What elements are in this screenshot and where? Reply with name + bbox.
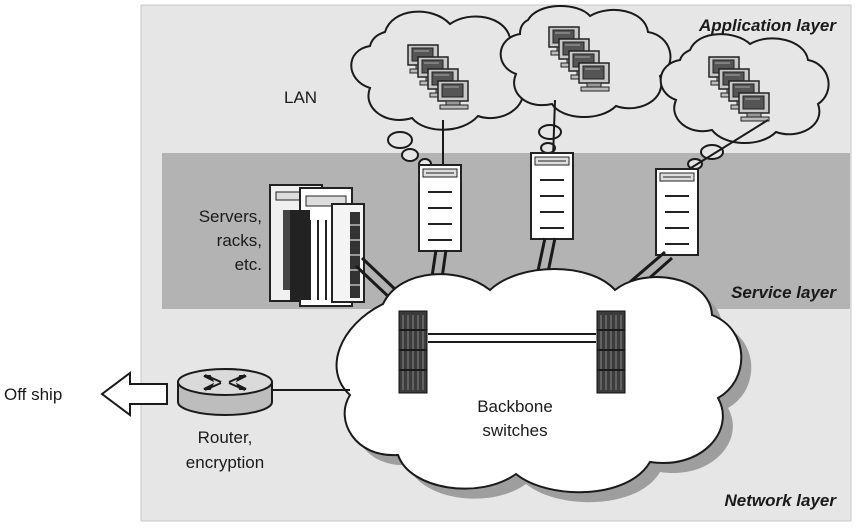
lan-links [442,99,769,177]
backbone-cloud [335,268,743,494]
off-ship-label: Off ship [4,385,62,404]
backbone-label-line-1: Backbone [477,397,553,416]
router-label-line-1: Router, [198,428,253,447]
left-arrow-icon [100,371,168,417]
backbone-switch-icon [596,310,626,394]
backbone-label-line-2: switches [482,421,547,440]
lan-cloud-3 [659,33,830,170]
lan-cloud-1 [350,10,534,170]
server-tower-icon [418,164,462,252]
switch-trunk [428,333,596,343]
router-icon [177,368,273,416]
servers-label-line-3: etc. [235,255,262,274]
server-rack-icon [269,184,365,307]
network-layer-label: Network layer [725,491,838,510]
lan-cloud-2 [499,4,672,154]
server-tower-icon [530,152,574,240]
backbone-switch-icon [398,310,428,394]
lan-label: LAN [284,88,317,107]
router-label-line-2: encryption [186,453,264,472]
server-tower-icon [655,168,699,256]
servers-label-line-1: Servers, [199,207,262,226]
service-layer-label: Service layer [731,283,837,302]
servers-label-line-2: racks, [217,231,262,250]
application-layer-label: Application layer [698,16,837,35]
